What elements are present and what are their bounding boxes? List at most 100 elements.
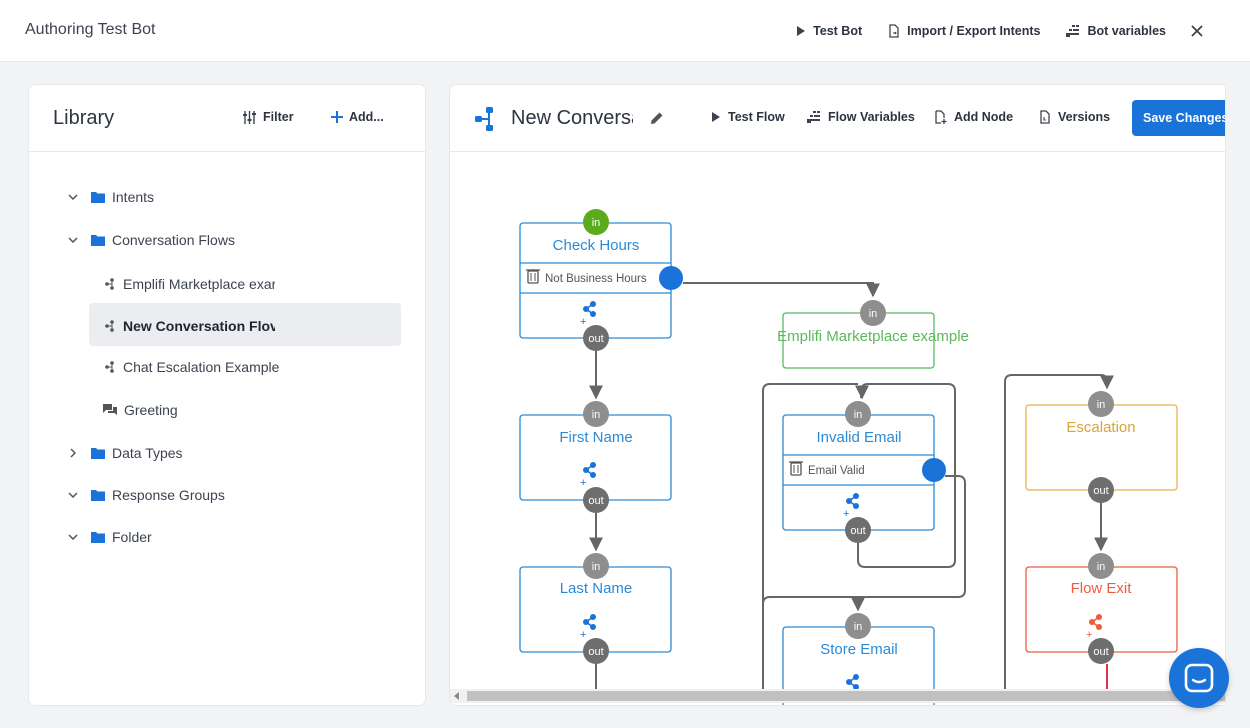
chevron-down-icon[interactable] bbox=[67, 237, 79, 243]
chat-bubbles-icon bbox=[103, 404, 117, 416]
folder-icon bbox=[91, 234, 105, 246]
add-node-button[interactable]: Add Node bbox=[934, 110, 1013, 124]
horizontal-scrollbar[interactable] bbox=[450, 689, 1225, 703]
node-escalation[interactable]: Escalation bbox=[1025, 404, 1178, 491]
library-header: Library Filter Add... bbox=[29, 85, 425, 152]
test-flow-button[interactable]: Test Flow bbox=[711, 110, 785, 124]
flow-icon bbox=[104, 361, 116, 373]
filter-button[interactable]: Filter bbox=[243, 110, 294, 124]
plus-icon[interactable]: + bbox=[1086, 629, 1092, 641]
port-out[interactable] bbox=[845, 517, 871, 543]
port-in[interactable] bbox=[583, 209, 609, 235]
plus-icon[interactable]: + bbox=[843, 508, 849, 520]
test-flow-label: Test Flow bbox=[728, 110, 785, 124]
folder-icon bbox=[91, 447, 105, 459]
tree-item-conversation-flows[interactable]: Conversation Flows bbox=[67, 228, 235, 252]
port-in-label: in bbox=[592, 409, 601, 421]
port-in[interactable] bbox=[1088, 391, 1114, 417]
top-bar: Authoring Test Bot Test Bot Import / Exp… bbox=[0, 0, 1250, 62]
tree-item-label: New Conversation Flov bbox=[123, 318, 275, 334]
import-export-intents-button[interactable]: Import / Export Intents bbox=[888, 24, 1040, 38]
flow-diagram: Check Hours Not Business Hours + in out … bbox=[519, 209, 1178, 705]
port-in[interactable] bbox=[583, 553, 609, 579]
port-in-label: in bbox=[1097, 561, 1106, 573]
chevron-down-icon[interactable] bbox=[67, 194, 79, 200]
top-actions: Test Bot Import / Export Intents Bot var… bbox=[796, 0, 1250, 62]
pencil-icon[interactable] bbox=[650, 111, 664, 125]
add-file-icon bbox=[935, 110, 947, 124]
tree-item-chat-escalation[interactable]: Chat Escalation Example bbox=[104, 355, 279, 379]
port-in-label: in bbox=[854, 621, 863, 633]
bot-variables-button[interactable]: Bot variables bbox=[1066, 24, 1166, 38]
condition-label: Not Business Hours bbox=[545, 273, 647, 285]
library-title: Library bbox=[53, 107, 115, 129]
test-bot-button[interactable]: Test Bot bbox=[796, 24, 862, 38]
scroll-left-icon[interactable] bbox=[454, 692, 460, 700]
port-in-label: in bbox=[1097, 399, 1106, 411]
plus-icon[interactable]: + bbox=[580, 316, 586, 328]
flow-icon bbox=[475, 107, 493, 131]
tree-item-greeting[interactable]: Greeting bbox=[103, 398, 178, 422]
tree-item-response-groups[interactable]: Response Groups bbox=[67, 483, 225, 507]
port-in-label: in bbox=[592, 217, 601, 229]
port-out[interactable] bbox=[1088, 638, 1114, 664]
add-button[interactable]: Add... bbox=[331, 110, 384, 124]
port-out[interactable] bbox=[1088, 477, 1114, 503]
node-invalid-email[interactable]: Invalid Email Email Valid + bbox=[782, 414, 935, 531]
chat-icon bbox=[1184, 663, 1214, 693]
app-title: Authoring Test Bot bbox=[25, 21, 156, 38]
chevron-down-icon[interactable] bbox=[67, 492, 79, 498]
node-title: Store Email bbox=[820, 641, 898, 658]
port-out[interactable] bbox=[583, 487, 609, 513]
node-check-hours[interactable]: Check Hours Not Business Hours + bbox=[519, 222, 672, 339]
trash-icon[interactable] bbox=[526, 269, 540, 284]
folder-icon bbox=[91, 191, 105, 203]
chevron-down-icon[interactable] bbox=[67, 534, 79, 540]
save-changes-button[interactable]: Save Changes bbox=[1132, 100, 1225, 136]
plus-icon[interactable]: + bbox=[580, 477, 586, 489]
chevron-right-icon[interactable] bbox=[67, 448, 79, 458]
variables-icon bbox=[1066, 25, 1080, 37]
share-icon[interactable] bbox=[1089, 614, 1102, 630]
condition-port[interactable] bbox=[922, 458, 946, 482]
versions-label: Versions bbox=[1058, 110, 1111, 124]
flow-title: New Conversati bbox=[511, 107, 633, 129]
flow-toolbar: New Conversati Test Flow Flow Variables … bbox=[450, 85, 1225, 152]
node-first-name[interactable]: First Name + bbox=[519, 414, 672, 501]
variables-icon bbox=[807, 111, 820, 123]
flow-canvas[interactable]: Check Hours Not Business Hours + in out … bbox=[450, 152, 1225, 705]
node-title: Invalid Email bbox=[816, 429, 901, 446]
tree-item-folder[interactable]: Folder bbox=[67, 525, 152, 549]
node-emplifi-marketplace[interactable]: Emplifi Marketplace example bbox=[777, 312, 969, 369]
port-out[interactable] bbox=[583, 325, 609, 351]
flow-variables-button[interactable]: Flow Variables bbox=[807, 110, 915, 124]
close-icon[interactable] bbox=[1190, 24, 1204, 38]
tree-item-intents[interactable]: Intents bbox=[67, 185, 154, 209]
file-versions-icon bbox=[1040, 110, 1050, 124]
port-in[interactable] bbox=[1088, 553, 1114, 579]
plus-icon[interactable]: + bbox=[580, 629, 586, 641]
tree-item-label: Intents bbox=[112, 189, 155, 205]
port-out[interactable] bbox=[583, 638, 609, 664]
tree-item-label: Emplifi Marketplace exar bbox=[123, 276, 275, 292]
tree-item-emplifi-marketplace[interactable]: Emplifi Marketplace exar bbox=[104, 272, 275, 296]
port-in[interactable] bbox=[845, 613, 871, 639]
tree-item-new-conversation-flow[interactable]: New Conversation Flov bbox=[104, 314, 275, 338]
flow-icon bbox=[104, 278, 116, 290]
condition-label: Email Valid bbox=[808, 465, 865, 477]
condition-port[interactable] bbox=[659, 266, 683, 290]
port-in[interactable] bbox=[860, 300, 886, 326]
node-title: Emplifi Marketplace example bbox=[777, 328, 969, 345]
trash-icon[interactable] bbox=[789, 461, 803, 476]
chat-launcher-button[interactable] bbox=[1169, 648, 1229, 708]
file-export-icon bbox=[889, 24, 899, 38]
folder-icon bbox=[91, 531, 105, 543]
port-in[interactable] bbox=[583, 401, 609, 427]
versions-button[interactable]: Versions bbox=[1039, 110, 1110, 124]
port-in[interactable] bbox=[845, 401, 871, 427]
sliders-icon bbox=[243, 110, 256, 124]
scrollbar-thumb[interactable] bbox=[467, 691, 1225, 701]
tree-item-data-types[interactable]: Data Types bbox=[67, 441, 183, 465]
library-panel: Library Filter Add... Intents Conversati… bbox=[29, 85, 425, 705]
tree-item-label: Data Types bbox=[112, 445, 183, 461]
